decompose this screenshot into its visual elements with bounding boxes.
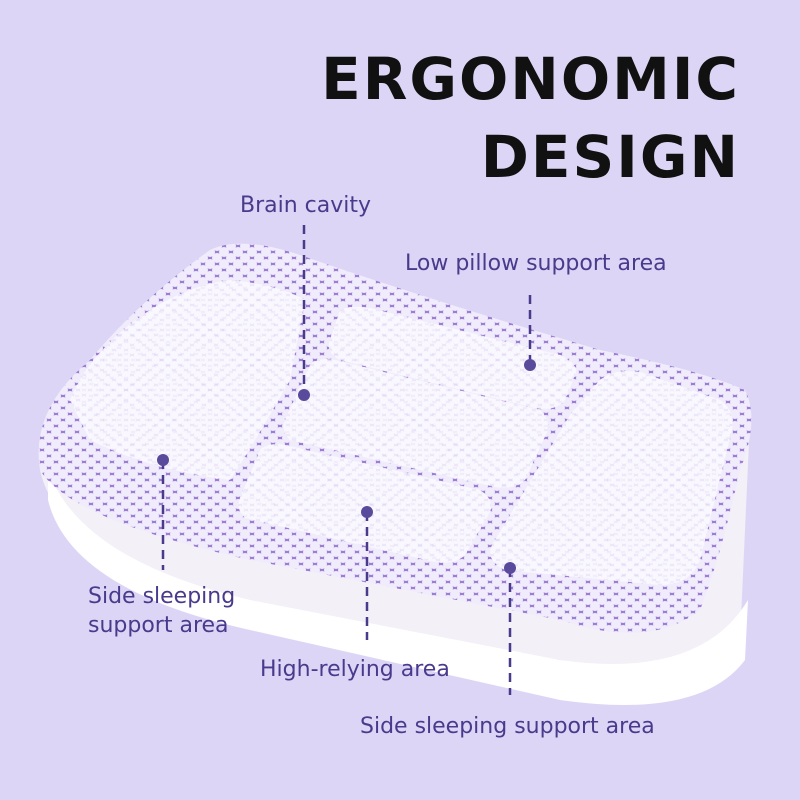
dot-side-right [504, 562, 516, 574]
label-brain-cavity: Brain cavity [240, 193, 372, 218]
label-side-left-line2: support area [88, 612, 229, 638]
zone-high-relying [238, 444, 492, 563]
zone-brain-cavity [283, 359, 549, 488]
label-side-sleeping-right: Side sleeping support area [360, 714, 655, 739]
label-low-pillow: Low pillow support area [405, 251, 667, 276]
heading-line-1: ERGONOMIC [321, 45, 740, 113]
zone-side-right [490, 371, 733, 585]
zone-low-pillow [328, 306, 576, 409]
dot-high [361, 506, 373, 518]
label-high-relying: High-relying area [260, 657, 450, 682]
label-side-left-line1: Side sleeping [88, 584, 236, 609]
dot-side-left [157, 454, 169, 466]
dot-brain [298, 389, 310, 401]
label-side-sleeping-left: Side sleeping support area [88, 583, 235, 640]
heading-line-2: DESIGN [480, 123, 740, 191]
zone-side-left [70, 280, 305, 480]
dot-low [524, 359, 536, 371]
pillow-foam-side [48, 470, 748, 705]
